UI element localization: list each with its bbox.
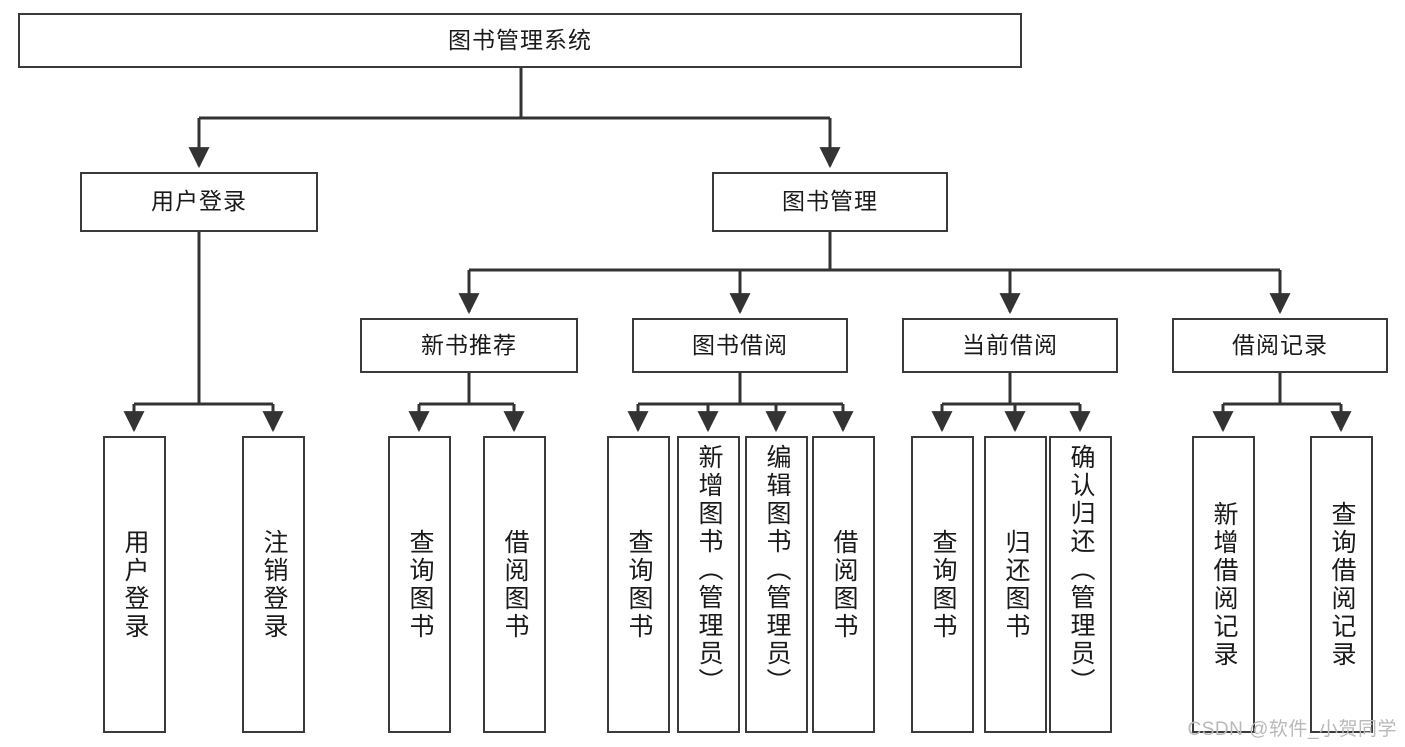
node-leaf-return-book-label: 归还图书 bbox=[1002, 528, 1030, 641]
node-book-manage-label: 图书管理 bbox=[782, 188, 878, 215]
node-leaf-confirm-return[interactable]: 确认归还（管理员） bbox=[1049, 436, 1112, 733]
node-borrow-record-label: 借阅记录 bbox=[1232, 331, 1328, 358]
node-borrow-record[interactable]: 借阅记录 bbox=[1172, 318, 1388, 373]
node-leaf-query-book-2-label: 查询图书 bbox=[625, 528, 653, 641]
node-leaf-borrow-book-1-label: 借阅图书 bbox=[501, 528, 529, 641]
node-leaf-query-record-label: 查询借阅记录 bbox=[1328, 500, 1356, 669]
node-leaf-borrow-book-2[interactable]: 借阅图书 bbox=[812, 436, 875, 733]
node-user-login-label: 用户登录 bbox=[151, 188, 247, 215]
node-leaf-add-record-label: 新增借阅记录 bbox=[1210, 500, 1238, 669]
node-leaf-borrow-book-2-label: 借阅图书 bbox=[830, 528, 858, 641]
node-leaf-confirm-return-label: 确认归还（管理员） bbox=[1067, 444, 1095, 696]
node-root[interactable]: 图书管理系统 bbox=[18, 13, 1022, 68]
node-root-label: 图书管理系统 bbox=[448, 26, 592, 53]
node-leaf-add-record[interactable]: 新增借阅记录 bbox=[1192, 436, 1255, 733]
node-current-borrow-label: 当前借阅 bbox=[962, 331, 1058, 358]
node-leaf-user-logout[interactable]: 注销登录 bbox=[242, 436, 305, 733]
node-leaf-user-logout-label: 注销登录 bbox=[260, 528, 288, 641]
node-leaf-query-book-3-label: 查询图书 bbox=[929, 528, 957, 641]
node-new-book-rec-label: 新书推荐 bbox=[421, 331, 517, 358]
node-book-manage[interactable]: 图书管理 bbox=[712, 172, 948, 232]
node-leaf-user-login[interactable]: 用户登录 bbox=[103, 436, 166, 733]
watermark-text: CSDN @软件_小贺同学 bbox=[1187, 719, 1397, 740]
node-leaf-edit-book-label: 编辑图书（管理员） bbox=[763, 444, 791, 696]
node-leaf-query-record[interactable]: 查询借阅记录 bbox=[1310, 436, 1373, 733]
node-new-book-rec[interactable]: 新书推荐 bbox=[360, 318, 578, 373]
node-book-borrow-label: 图书借阅 bbox=[692, 331, 788, 358]
node-leaf-edit-book[interactable]: 编辑图书（管理员） bbox=[745, 436, 808, 733]
node-leaf-add-book-label: 新增图书（管理员） bbox=[695, 444, 723, 696]
node-leaf-query-book-3[interactable]: 查询图书 bbox=[911, 436, 974, 733]
node-leaf-borrow-book-1[interactable]: 借阅图书 bbox=[483, 436, 546, 733]
node-leaf-return-book[interactable]: 归还图书 bbox=[984, 436, 1047, 733]
node-leaf-query-book-1[interactable]: 查询图书 bbox=[388, 436, 451, 733]
node-leaf-query-book-1-label: 查询图书 bbox=[406, 528, 434, 641]
node-user-login[interactable]: 用户登录 bbox=[80, 172, 318, 232]
node-leaf-add-book[interactable]: 新增图书（管理员） bbox=[677, 436, 740, 733]
node-leaf-user-login-label: 用户登录 bbox=[121, 528, 149, 641]
node-book-borrow[interactable]: 图书借阅 bbox=[632, 318, 848, 373]
node-current-borrow[interactable]: 当前借阅 bbox=[902, 318, 1118, 373]
node-leaf-query-book-2[interactable]: 查询图书 bbox=[607, 436, 670, 733]
